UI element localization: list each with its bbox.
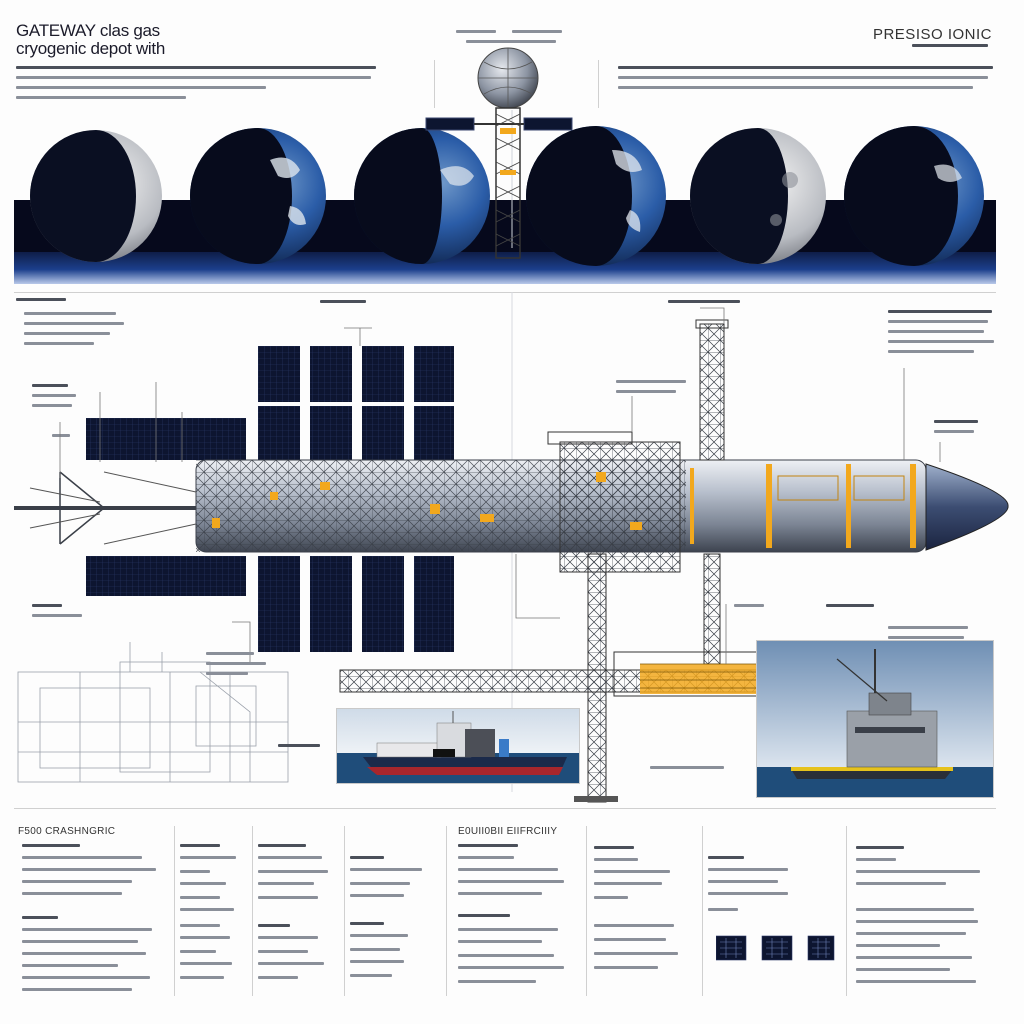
tanker-ship-icon xyxy=(363,711,567,775)
service-tower xyxy=(695,319,729,665)
spec-column-7 xyxy=(708,852,838,982)
space-station-icon xyxy=(425,47,573,259)
specs-mid-heading: E0UII0BII EIIFRCIIIY xyxy=(458,826,558,837)
callout-right-mid xyxy=(934,420,984,440)
title-right: PRESISO IONIC xyxy=(872,26,992,43)
antenna-boom xyxy=(14,471,197,545)
spec-column-3 xyxy=(258,842,334,1002)
top-caption xyxy=(456,30,566,48)
solar-panel-array-lower xyxy=(86,556,454,652)
lower-platform xyxy=(339,553,775,803)
main-hull xyxy=(195,431,1009,573)
supply-vessel-photo xyxy=(756,640,994,798)
spec-column-6 xyxy=(594,842,690,1002)
schematic-thumbnails xyxy=(716,935,835,961)
intro-text-right xyxy=(618,66,998,106)
solar-panel-icon xyxy=(86,418,246,460)
earth-phase-row xyxy=(14,110,996,284)
ship-photo-labels xyxy=(888,626,972,646)
callouts-center xyxy=(320,300,740,400)
phase-3-earth-icon xyxy=(354,128,490,264)
callouts-left-lower xyxy=(32,604,92,624)
spec-column-4 xyxy=(350,852,436,1002)
callouts-left-mid xyxy=(32,384,92,414)
phase-1-moon-icon xyxy=(30,130,162,262)
solar-panel-array-upper xyxy=(86,346,454,460)
phase-5-moon-icon xyxy=(690,128,826,264)
spec-column-2 xyxy=(180,842,250,1002)
title-line-2: cryogenic depot with xyxy=(16,39,165,58)
ship-photo-caption xyxy=(650,766,740,778)
leader-lines xyxy=(59,307,941,664)
page-title: GATEWAY clas gas cryogenic depot with xyxy=(16,22,165,58)
spec-column-8 xyxy=(856,842,986,1002)
platform-labels xyxy=(734,604,874,618)
spec-column-1 xyxy=(18,842,164,1012)
callouts-right-upper xyxy=(882,310,994,366)
spec-column-5 xyxy=(458,842,576,1002)
title-line-1: GATEWAY clas gas xyxy=(16,21,160,40)
phase-4-earth-icon xyxy=(526,126,666,266)
schematic-labels xyxy=(200,652,320,752)
depot-station-diagram xyxy=(14,292,1009,803)
intro-text-left xyxy=(16,66,386,106)
specs-left-heading: F500 CRASHNGRIC xyxy=(18,826,116,837)
callouts-left-upper xyxy=(16,298,136,358)
phase-6-earth-icon xyxy=(844,126,984,266)
phase-2-earth-icon xyxy=(190,128,326,264)
tanker-ship-photo xyxy=(336,708,580,784)
schematic-wireframe xyxy=(17,642,289,783)
title-right-sub xyxy=(912,44,992,52)
supply-vessel-icon xyxy=(791,649,953,779)
callout-small-left xyxy=(52,434,72,440)
